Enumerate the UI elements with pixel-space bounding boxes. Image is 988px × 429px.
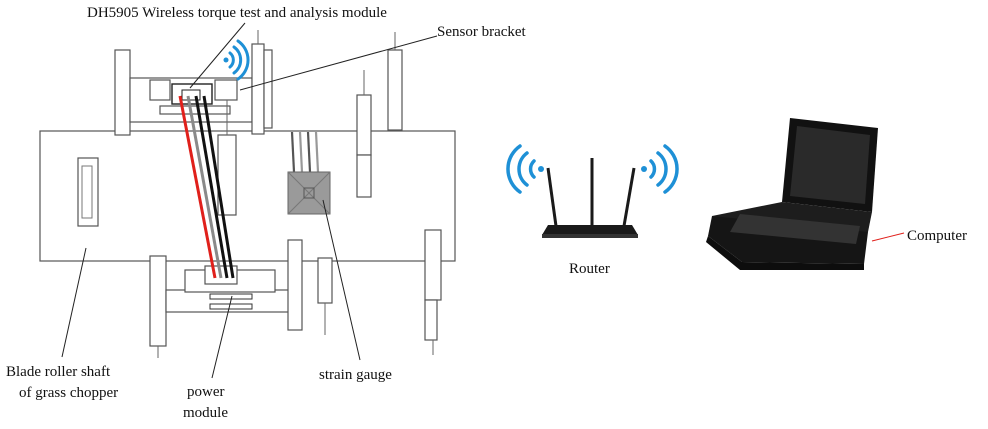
power-module-label-line1: power (187, 384, 225, 400)
wifi-icon (506, 144, 679, 194)
laptop-icon (706, 118, 878, 270)
power-module-label-line2: module (183, 405, 228, 421)
sensor-bracket-label: Sensor bracket (437, 24, 527, 40)
blade-roller-shaft (39, 130, 456, 262)
strain-gauge-label: strain gauge (319, 367, 392, 383)
shaft-clamps (77, 32, 442, 355)
shaft-label-line2: of grass chopper (19, 385, 118, 401)
leader-lines (61, 22, 905, 379)
strain-gauge (287, 131, 331, 215)
cable-bundle (178, 95, 235, 279)
router-label: Router (569, 261, 610, 277)
wifi-icon (223, 39, 250, 81)
module-label: DH5905 Wireless torque test and analysis… (87, 5, 387, 21)
router-icon (542, 158, 638, 238)
computer-label: Computer (907, 228, 967, 244)
shaft-label-line1: Blade roller shaft (6, 364, 111, 380)
